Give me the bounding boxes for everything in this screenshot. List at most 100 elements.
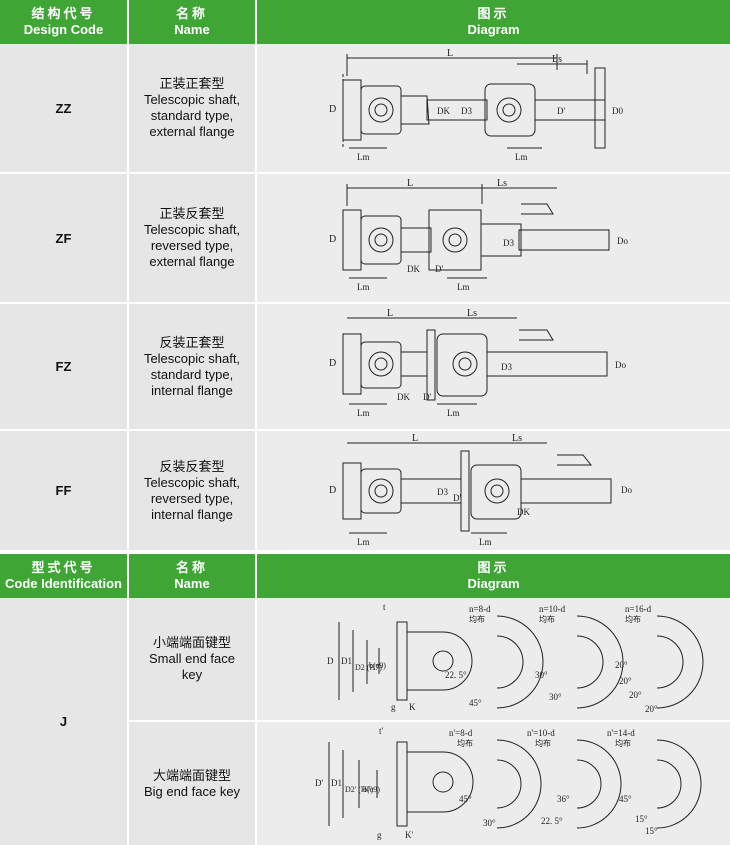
label-lm-2: Lm xyxy=(515,152,528,162)
label-d2: D2' (H7) xyxy=(345,785,374,794)
label-t: t xyxy=(383,602,386,612)
label-even: 均布 xyxy=(469,614,485,624)
name-en-line1: Telescopic shaft, xyxy=(143,350,241,366)
label-d0: Do xyxy=(615,360,626,370)
table-row-ff: FF 反装反套型 Telescopic shaft, reversed type… xyxy=(0,431,730,552)
label-lm-1: Lm xyxy=(357,152,370,162)
header-diagram: 图示 Diagram xyxy=(257,0,730,44)
name-en-line3: internal flange xyxy=(151,506,233,522)
name-en-line3: external flange xyxy=(149,254,235,269)
label-angle: 15° xyxy=(635,814,648,824)
label-n: n'=14-d xyxy=(607,728,635,738)
small-end-key-diagram: t D D1 D2 (H7) b(e9) g K n=8-d 均布 22. 5°… xyxy=(327,602,704,714)
label-even: 均布 xyxy=(625,614,641,624)
diagram-cell: L Ls D DK D3 D' Do Lm Lm xyxy=(257,174,730,302)
label-d: D xyxy=(327,656,334,666)
label-t: t' xyxy=(379,726,384,736)
label-d3: D3 xyxy=(437,487,448,497)
label-g: g xyxy=(391,702,396,712)
label-d3: D3 xyxy=(461,106,472,116)
label-lm-2: Lm xyxy=(447,408,460,418)
label-g: g xyxy=(377,830,382,840)
label-angle: 45° xyxy=(469,698,482,708)
label-angle: 20° xyxy=(615,660,628,670)
label-angle: 30° xyxy=(535,670,548,680)
header-diagram: 图示 Diagram xyxy=(257,554,730,598)
name-zh: 小端端面键型 xyxy=(152,635,231,650)
label-d: D xyxy=(329,358,336,369)
label-d1: D' xyxy=(453,493,461,503)
label-d0: Do xyxy=(617,236,628,246)
shaft-diagram-ff: L Ls D DK D3 D' Do Lm Lm xyxy=(329,433,632,547)
label-l: L xyxy=(412,433,418,444)
name-en-line1: Telescopic shaft, xyxy=(143,222,241,237)
name-zh: 反装反套型 xyxy=(159,458,225,474)
name-en-line2: reversed type, xyxy=(150,238,234,253)
name-en-line3: internal flange xyxy=(151,382,233,398)
label-d1: D1 xyxy=(341,656,352,666)
header-name-en: Name xyxy=(174,576,210,591)
label-d0: D0 xyxy=(612,106,623,116)
header-code: 结构代号 Design Code xyxy=(0,0,127,44)
header-diagram-en: Diagram xyxy=(467,22,520,37)
label-ls: Ls xyxy=(552,54,562,65)
label-ls: Ls xyxy=(467,308,477,319)
header-name-zh: 名称 xyxy=(175,560,208,575)
label-angle: 45° xyxy=(459,794,472,804)
design-code: ZF xyxy=(55,230,72,246)
label-k: K xyxy=(409,702,416,712)
label-angle: 20° xyxy=(619,676,632,686)
label-d3: D3 xyxy=(501,362,512,372)
table-header-design: 结构代号 Design Code 名称 Name 图示 Diagram xyxy=(0,0,730,44)
identification-code: J xyxy=(59,714,68,729)
label-dk: DK xyxy=(407,264,420,274)
header-code-en: Code Identification xyxy=(5,576,122,591)
label-lm-1: Lm xyxy=(357,537,370,547)
label-n: n=8-d xyxy=(469,604,491,614)
name-en-line2: standard type, xyxy=(150,108,234,123)
label-angle: 36° xyxy=(557,794,570,804)
design-code: FF xyxy=(55,483,72,498)
label-ls: Ls xyxy=(497,178,507,189)
label-even: 均布 xyxy=(615,738,631,748)
header-diagram-zh: 图示 xyxy=(477,560,510,575)
label-even: 均布 xyxy=(457,738,473,748)
name-cell: 正装正套型 Telescopic shaft, standard type, e… xyxy=(129,44,255,172)
name-en-line2: standard type, xyxy=(150,366,234,382)
label-d3: D3 xyxy=(503,238,514,248)
label-k: K' xyxy=(405,830,413,840)
label-dk: DK xyxy=(397,392,410,402)
name-en-line1: Small end face xyxy=(149,651,235,666)
name-cell: 反装反套型 Telescopic shaft, reversed type, i… xyxy=(129,431,255,550)
design-code: FZ xyxy=(55,359,72,374)
label-angle: 15° xyxy=(645,826,658,836)
label-angle: 20° xyxy=(629,690,642,700)
header-name-zh: 名称 xyxy=(175,6,208,21)
table-row-j: J 小端端面键型 Small end face key t D D1 D2 (H… xyxy=(0,598,730,845)
label-b: b(e9) xyxy=(369,661,386,670)
label-angle: 30° xyxy=(549,692,562,702)
label-d1: D1' xyxy=(331,778,344,788)
label-n: n=10-d xyxy=(539,604,566,614)
header-code-zh: 型式代号 xyxy=(31,560,96,575)
label-lm-2: Lm xyxy=(479,537,492,547)
diagram-cell: L Ls D DK D3 D' D0 Lm Lm xyxy=(257,44,730,172)
name-cell: 正装反套型 Telescopic shaft, reversed type, e… xyxy=(129,174,255,302)
label-d: D' xyxy=(315,778,323,788)
header-diagram-zh: 图示 xyxy=(477,6,510,21)
header-code: 型式代号 Code Identification xyxy=(0,554,127,598)
label-n: n=16-d xyxy=(625,604,652,614)
design-code: ZZ xyxy=(55,100,72,116)
label-n: n'=8-d xyxy=(449,728,473,738)
name-en-line1: Telescopic shaft, xyxy=(143,92,241,107)
table-row-zz: ZZ 正装正套型 Telescopic shaft, standard type… xyxy=(0,44,730,174)
name-zh: 正装反套型 xyxy=(159,206,225,221)
label-even: 均布 xyxy=(539,614,555,624)
label-d: D xyxy=(329,104,336,115)
name-cell-small-end: 小端端面键型 Small end face key xyxy=(129,598,255,720)
label-angle: 30° xyxy=(483,818,496,828)
name-en-line3: external flange xyxy=(149,124,235,139)
big-end-key-diagram: t' D' D1' D2' (H7) b(e9) g K' n'=8-d 均布 … xyxy=(315,726,702,840)
label-dk: DK xyxy=(437,106,450,116)
header-code-zh: 结构代号 xyxy=(31,6,96,21)
